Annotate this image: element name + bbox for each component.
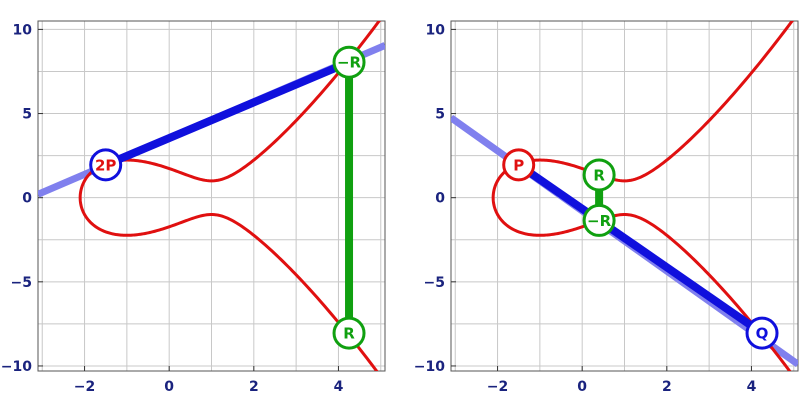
elliptic-curve bbox=[491, 21, 795, 371]
point-label: 2P bbox=[95, 156, 116, 174]
point-marker: Q bbox=[745, 316, 779, 350]
point-marker: R bbox=[582, 158, 616, 192]
chart-panel-2: −2 0 2 4 −10 −5 0 5 10P R −R Q bbox=[414, 20, 799, 395]
point-marker: R bbox=[332, 316, 366, 350]
plot-frame bbox=[450, 20, 799, 372]
x-tick-label: 0 bbox=[577, 379, 587, 395]
point-circle bbox=[502, 148, 536, 182]
point-circle bbox=[582, 158, 616, 192]
secant-segment bbox=[516, 161, 765, 337]
y-tick-label: 5 bbox=[435, 107, 445, 123]
x-tick-label: 4 bbox=[747, 379, 757, 395]
x-tick-label: −2 bbox=[487, 379, 508, 395]
y-tick-label: 10 bbox=[426, 22, 446, 38]
point-circle bbox=[745, 316, 779, 350]
y-tick-label: 0 bbox=[435, 191, 445, 207]
point-label: −R bbox=[587, 212, 612, 230]
point-circle bbox=[332, 45, 366, 79]
point-marker: 2P bbox=[89, 148, 123, 182]
y-tick-label: 0 bbox=[22, 191, 32, 207]
y-tick-label: 10 bbox=[13, 22, 33, 38]
y-tick-label: −10 bbox=[414, 359, 445, 375]
secant-segment bbox=[104, 58, 351, 169]
point-label: Q bbox=[756, 325, 769, 343]
x-tick-label: 2 bbox=[249, 379, 259, 395]
y-tick-label: 5 bbox=[22, 107, 32, 123]
plot-frame bbox=[37, 20, 386, 372]
x-tick-label: 4 bbox=[334, 379, 344, 395]
point-marker: −R bbox=[332, 45, 366, 79]
y-tick-label: −5 bbox=[424, 275, 445, 291]
grid bbox=[38, 21, 385, 371]
x-tick-label: 0 bbox=[164, 379, 174, 395]
point-circle bbox=[89, 148, 123, 182]
point-marker: −R bbox=[582, 203, 616, 237]
point-label: R bbox=[343, 325, 355, 343]
chart-panel-1: −2 0 2 4 −10 −5 0 5 10 2P −R R bbox=[1, 20, 386, 395]
point-circle bbox=[582, 203, 616, 237]
y-tick-label: −5 bbox=[11, 275, 32, 291]
point-circle bbox=[332, 316, 366, 350]
point-label: −R bbox=[337, 54, 362, 72]
y-tick-label: −10 bbox=[1, 359, 32, 375]
x-tick-label: −2 bbox=[74, 379, 95, 395]
point-label: R bbox=[593, 166, 605, 184]
point-label: P bbox=[513, 156, 524, 174]
elliptic-curve bbox=[78, 21, 382, 371]
point-marker: P bbox=[502, 148, 536, 182]
x-tick-label: 2 bbox=[662, 379, 672, 395]
